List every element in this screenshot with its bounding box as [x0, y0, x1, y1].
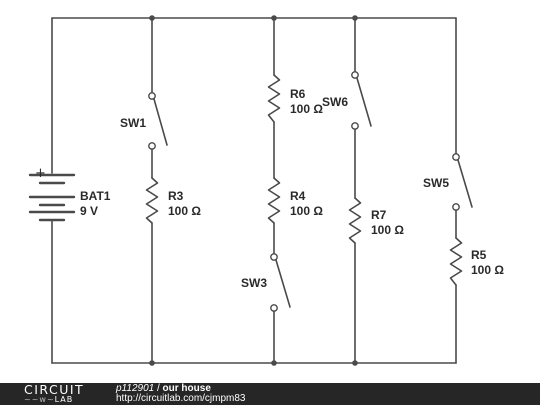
logo-bottom-line: ~~w~LAB [24, 395, 73, 404]
circuit-schematic: + BAT1 9 V SW1 R3 100 Ω R6 100 Ω R4 1 [28, 15, 504, 366]
sw6-label: SW6 [322, 95, 348, 109]
switch-sw3[interactable] [270, 253, 291, 312]
r3-name-label: R3 [168, 189, 184, 203]
r4-value-label: 100 Ω [290, 204, 323, 218]
branch-2: R6 100 Ω R4 100 Ω SW3 [241, 17, 323, 364]
logo-wave-icon: ~~w~ [24, 395, 55, 404]
battery-bat1: + BAT1 9 V [28, 166, 111, 222]
junction-dot [352, 15, 358, 21]
resistor-r6 [267, 74, 281, 123]
r6-name-label: R6 [290, 87, 306, 101]
branch-3: SW6 R7 100 Ω [322, 17, 404, 364]
r7-value-label: 100 Ω [371, 223, 404, 237]
username-link[interactable]: p112901 [116, 383, 155, 394]
r5-name-label: R5 [471, 248, 487, 262]
r3-value-label: 100 Ω [168, 204, 201, 218]
junction-dot [271, 360, 277, 366]
battery-plus-sign: + [35, 166, 46, 181]
battery-value-label: 9 V [80, 204, 98, 218]
branch-1: SW1 R3 100 Ω [120, 17, 201, 364]
junction-dot [352, 360, 358, 366]
circuitlab-logo[interactable]: CIRCUIT ~~w~LAB [24, 383, 104, 404]
branch-4: SW5 R5 100 Ω [423, 153, 504, 286]
r4-name-label: R4 [290, 189, 306, 203]
title-separator: / [154, 383, 163, 394]
resistor-r4 [267, 177, 281, 224]
logo-top-text: CIRCUIT [24, 383, 85, 397]
footer-bar: CIRCUIT ~~w~LAB p112901 / our house http… [0, 383, 540, 405]
switch-sw5[interactable] [452, 153, 473, 211]
resistor-r5 [449, 237, 463, 286]
junction-dot [149, 360, 155, 366]
resistor-r3 [145, 177, 159, 224]
battery-name-label: BAT1 [80, 189, 111, 203]
resistor-r7 [348, 197, 362, 244]
circuit-title-link[interactable]: our house [162, 383, 211, 394]
r7-name-label: R7 [371, 208, 387, 222]
r6-value-label: 100 Ω [290, 102, 323, 116]
circuit-meta: p112901 / our house http://circuitlab.co… [116, 384, 246, 404]
junction-dot [149, 15, 155, 21]
meta-title-row: p112901 / our house [116, 384, 246, 394]
switch-sw6[interactable] [351, 71, 372, 130]
sw3-label: SW3 [241, 276, 267, 290]
sw5-label: SW5 [423, 176, 449, 190]
logo-bottom-text: LAB [54, 395, 74, 404]
junction-dot [271, 15, 277, 21]
switch-sw1[interactable] [148, 92, 168, 150]
sw1-label: SW1 [120, 116, 146, 130]
r5-value-label: 100 Ω [471, 263, 504, 277]
circuit-url-link[interactable]: http://circuitlab.com/cjmpm83 [116, 393, 246, 404]
